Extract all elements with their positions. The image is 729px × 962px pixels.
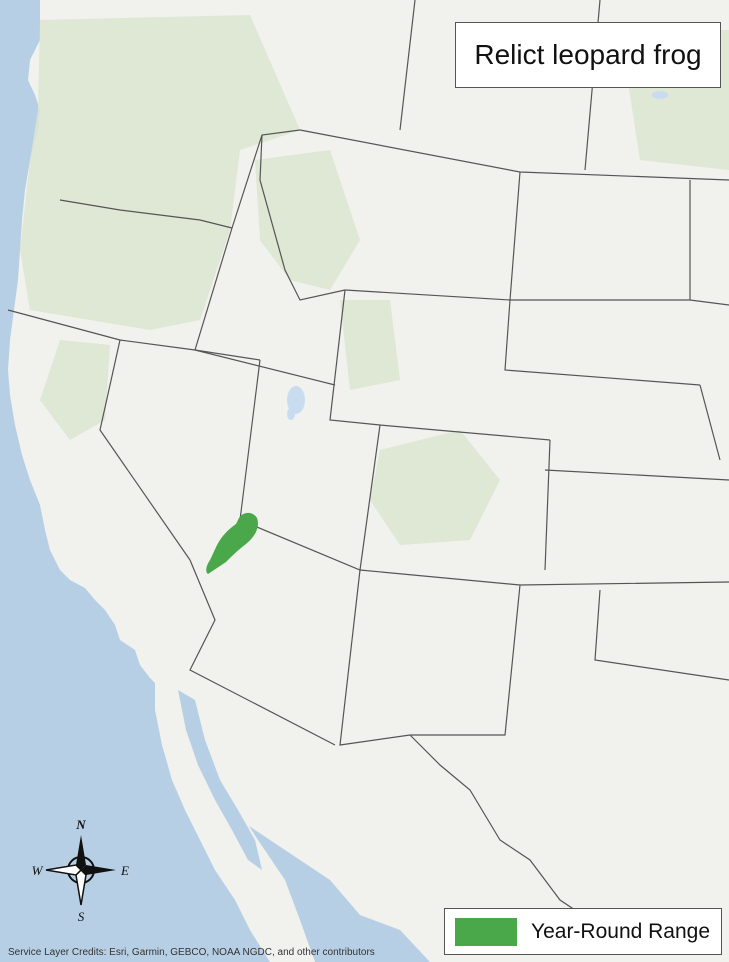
range-polygon <box>206 512 258 574</box>
lakes <box>287 91 668 420</box>
compass-s: S <box>78 909 85 924</box>
legend-label: Year-Round Range <box>531 919 711 943</box>
legend-swatch <box>455 917 517 946</box>
compass-n: N <box>75 817 86 832</box>
map-title: Relict leopard frog <box>455 22 721 88</box>
legend: Year-Round Range <box>444 908 722 955</box>
gulf-of-california <box>178 690 262 870</box>
compass-w: W <box>32 863 44 878</box>
compass-e: E <box>120 863 129 878</box>
state-borders <box>7 0 729 921</box>
compass-rose-icon: N S E W <box>32 817 129 924</box>
service-credits: Service Layer Credits: Esri, Garmin, GEB… <box>8 947 375 958</box>
